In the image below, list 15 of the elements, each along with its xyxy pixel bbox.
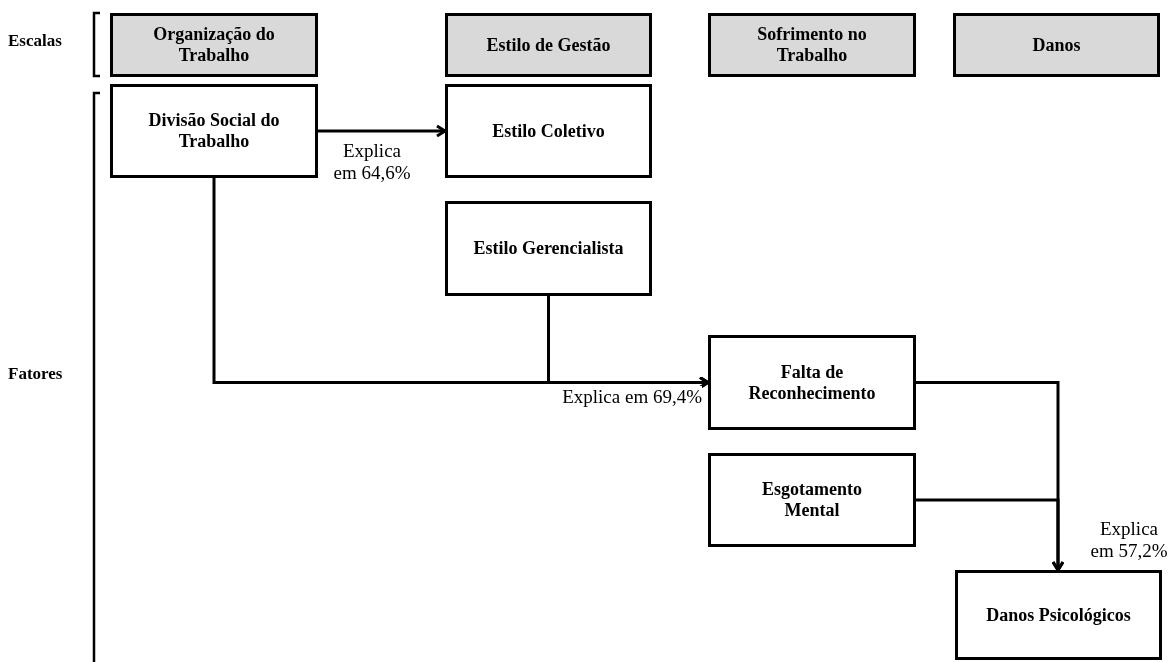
row-label: Fatores	[8, 363, 63, 385]
factor-box: Divisão Social do Trabalho	[110, 84, 318, 178]
scale-header: Organização do Trabalho	[110, 13, 318, 77]
scale-header: Estilo de Gestão	[445, 13, 652, 77]
row-label: Escalas	[8, 30, 62, 52]
arrow	[318, 124, 447, 138]
scale-header: Danos	[953, 13, 1160, 77]
factor-box: Falta de Reconhecimento	[708, 335, 916, 430]
arrow	[547, 296, 710, 389]
factor-box: Estilo Coletivo	[445, 84, 652, 178]
factor-box: Esgotamento Mental	[708, 453, 916, 547]
factor-box: Estilo Gerencialista	[445, 201, 652, 296]
scale-header: Sofrimento no Trabalho	[708, 13, 916, 77]
factor-box: Danos Psicológicos	[955, 570, 1162, 660]
arrow	[916, 498, 1065, 572]
